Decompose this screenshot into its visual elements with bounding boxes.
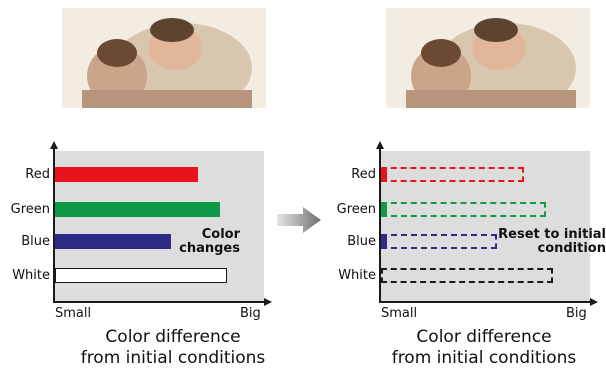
caption-line: Color difference bbox=[105, 327, 241, 347]
category-label: Red bbox=[25, 167, 50, 182]
bar-blue bbox=[381, 234, 387, 249]
note-line: changes bbox=[179, 241, 240, 256]
bar-white bbox=[55, 268, 227, 283]
x-max-label: Big bbox=[240, 306, 261, 321]
bar-red bbox=[381, 167, 387, 182]
x-axis bbox=[379, 301, 591, 303]
dashed-bar-white bbox=[381, 268, 553, 283]
category-label: Blue bbox=[21, 234, 50, 249]
x-min-label: Small bbox=[55, 306, 92, 321]
x-min-label: Small bbox=[381, 306, 418, 321]
note-line: condition bbox=[537, 241, 606, 256]
note-line: Color bbox=[201, 227, 240, 242]
y-axis bbox=[53, 146, 55, 303]
y-axis-arrowhead bbox=[50, 141, 58, 149]
x-axis-arrowhead bbox=[264, 298, 272, 306]
category-label: Blue bbox=[347, 234, 376, 249]
category-label: Green bbox=[10, 202, 50, 217]
y-axis-arrowhead bbox=[376, 141, 384, 149]
dashed-bar-red bbox=[381, 167, 524, 182]
photo-father-son bbox=[386, 8, 590, 108]
category-label: Red bbox=[351, 167, 376, 182]
bar-blue bbox=[55, 234, 171, 249]
y-axis bbox=[379, 146, 381, 303]
x-axis-arrowhead bbox=[590, 298, 598, 306]
right-chart-background bbox=[381, 151, 590, 302]
caption-line: from initial conditions bbox=[391, 348, 577, 368]
reset-note: Reset to initial condition bbox=[478, 228, 606, 256]
category-label: White bbox=[12, 268, 50, 283]
x-axis-caption: Color difference from initial conditions bbox=[53, 327, 293, 369]
bar-green bbox=[381, 202, 387, 217]
caption-line: from initial conditions bbox=[80, 348, 266, 368]
bar-green bbox=[55, 202, 220, 217]
bar-red bbox=[55, 167, 198, 182]
color-changes-note: Color changes bbox=[170, 228, 240, 256]
photo-father-son bbox=[62, 8, 266, 108]
right-arrow-icon bbox=[277, 207, 321, 233]
category-label: White bbox=[338, 268, 376, 283]
dashed-bar-green bbox=[381, 202, 546, 217]
photo-right bbox=[386, 8, 590, 108]
category-label: Green bbox=[336, 202, 376, 217]
x-axis-caption: Color difference from initial conditions bbox=[364, 327, 604, 369]
note-line: Reset to initial bbox=[498, 227, 606, 242]
x-max-label: Big bbox=[566, 306, 587, 321]
photo-left bbox=[62, 8, 266, 108]
caption-line: Color difference bbox=[416, 327, 552, 347]
x-axis bbox=[53, 301, 265, 303]
